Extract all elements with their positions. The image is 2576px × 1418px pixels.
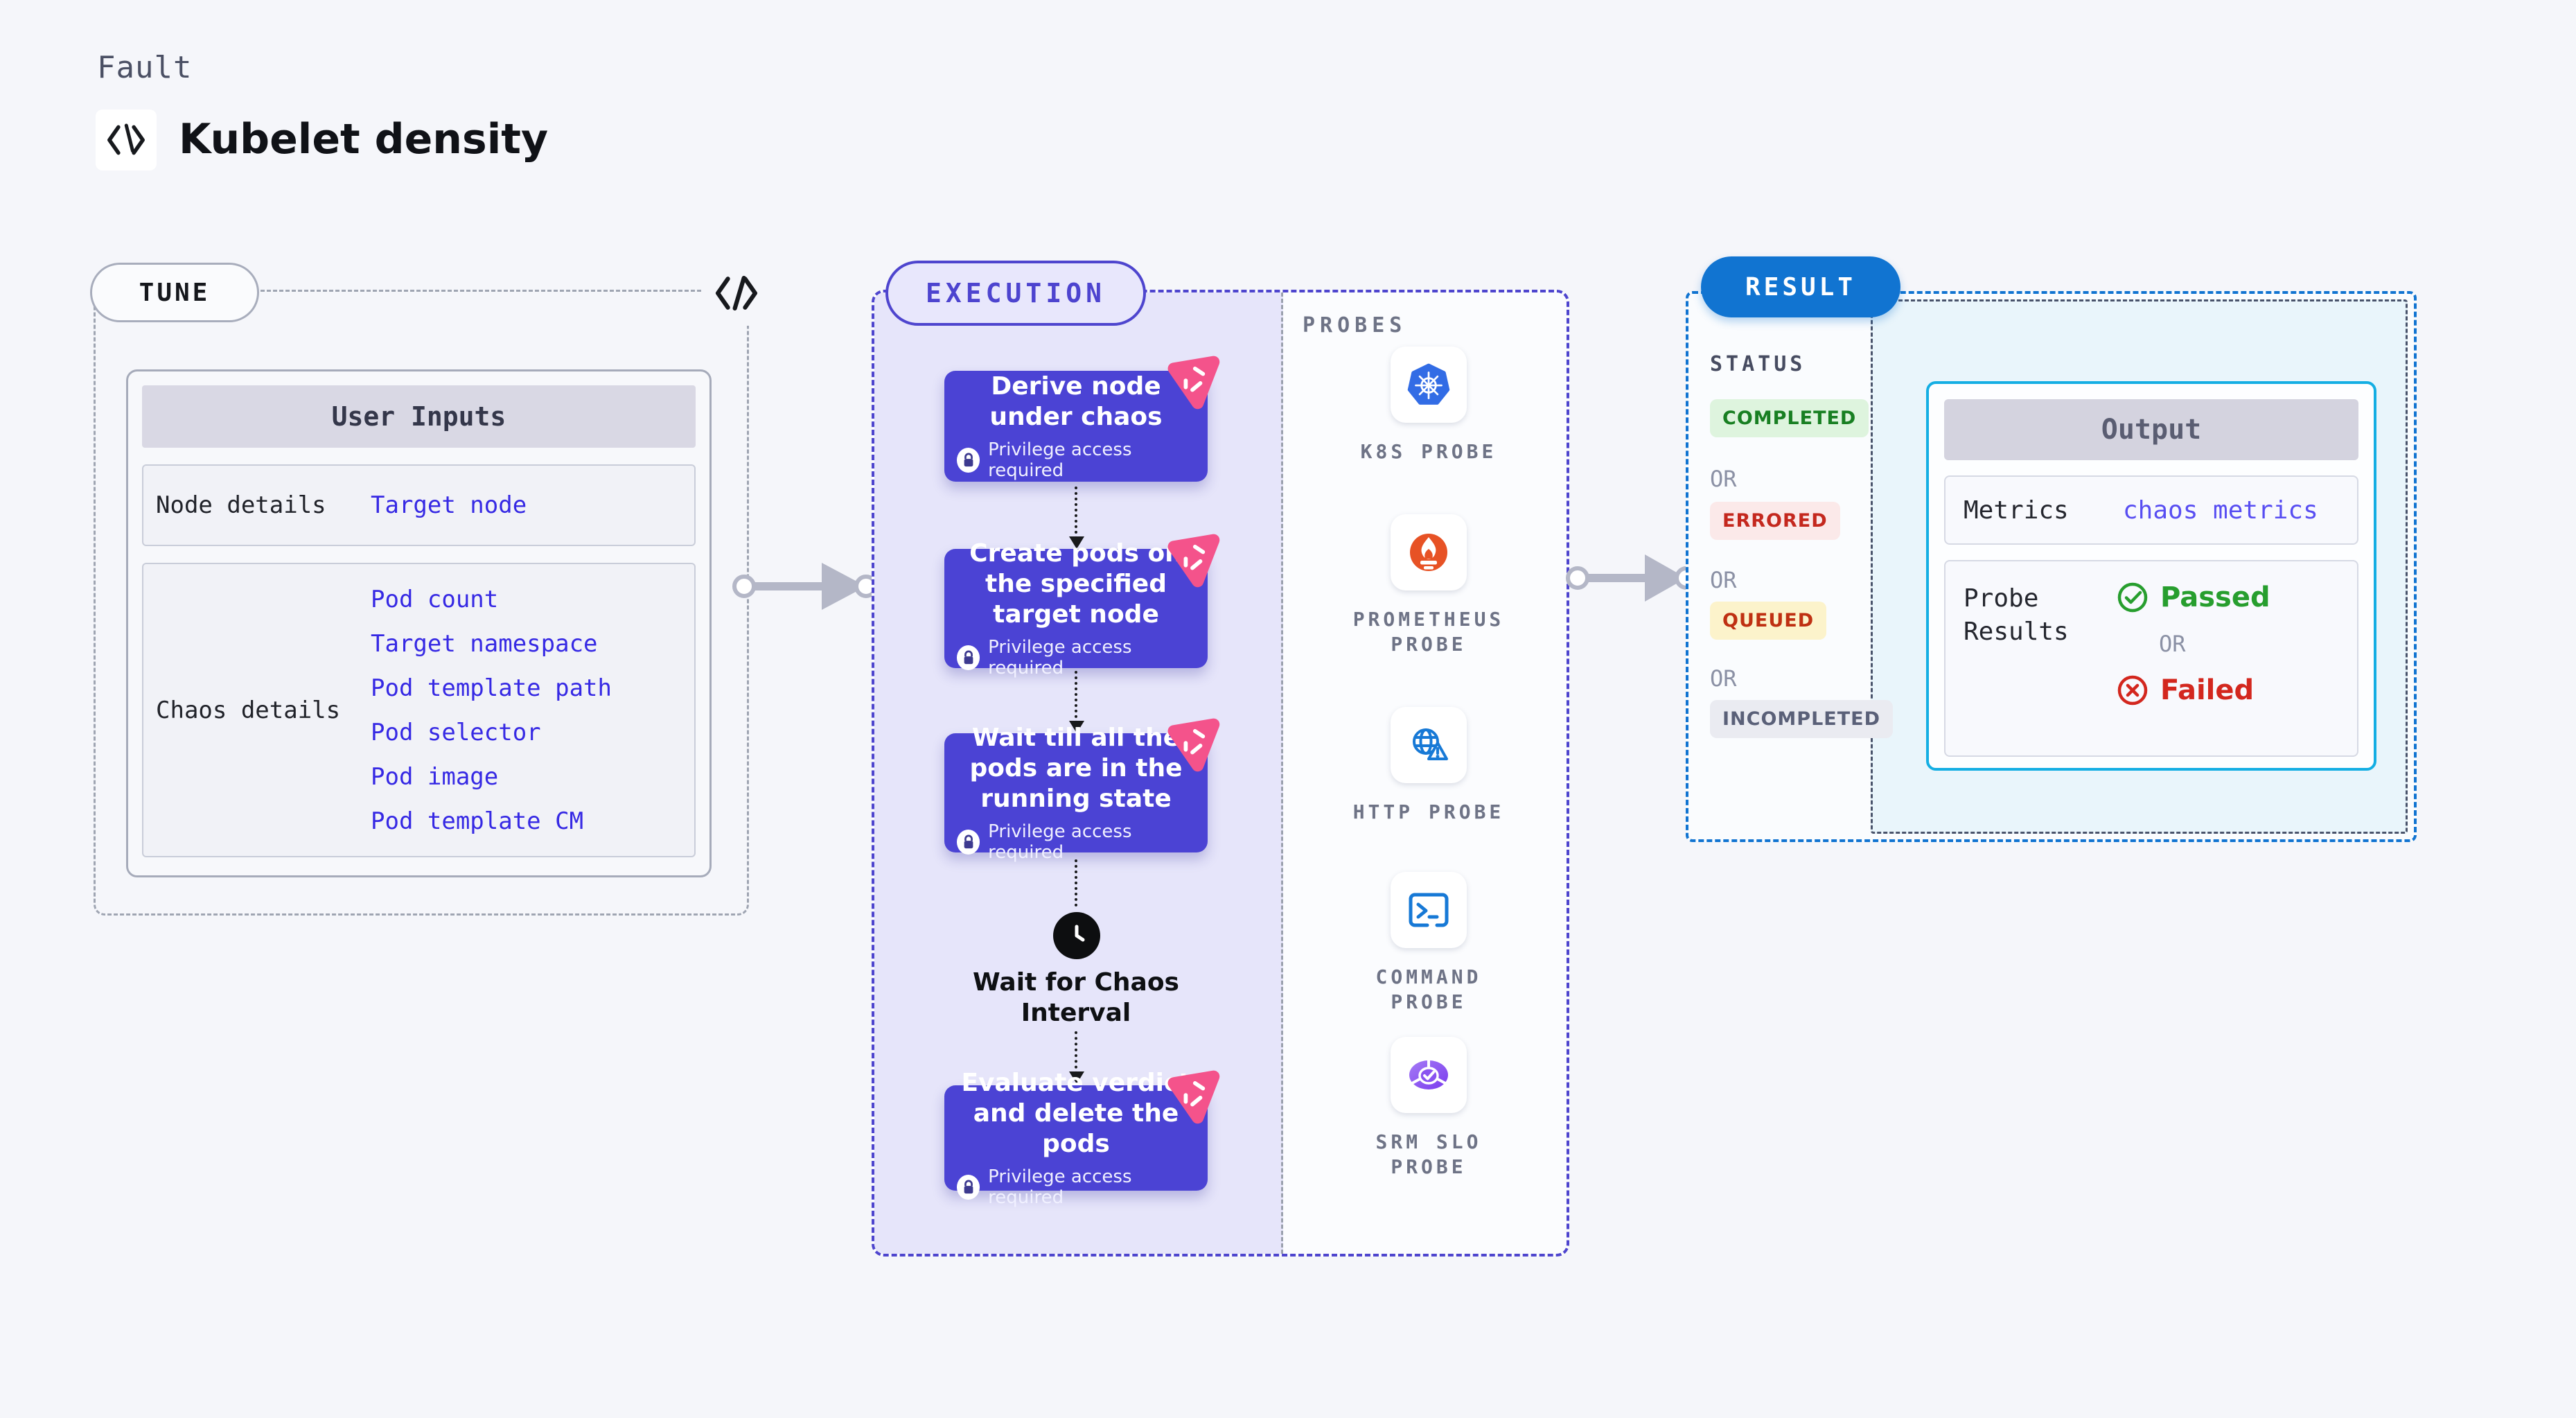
code-icon [715, 275, 757, 310]
metrics-row: Metrics chaos metrics [1944, 475, 2358, 545]
status-badge-errored: ERRORED [1710, 502, 1840, 540]
privilege-label: Privilege access required [988, 439, 1132, 481]
probe-name: SRM SLO PROBE [1375, 1130, 1482, 1178]
link-pod-template-path[interactable]: Pod template path [371, 674, 612, 702]
step-title: Evaluate verdict and delete the pods [961, 1069, 1191, 1158]
probe-name: PROMETHEUS PROBE [1352, 608, 1505, 656]
or-label: OR [2159, 631, 2186, 657]
step-title: Wait till all the pods are in the runnin… [969, 724, 1183, 813]
arrow-tune-to-execution [732, 563, 878, 610]
table-row-chaos-details: Chaos details Pod count Target namespace… [142, 563, 696, 857]
result-pill: RESULT [1701, 256, 1900, 317]
link-pod-count[interactable]: Pod count [371, 585, 499, 613]
table-row-node-details: Node details Target node [142, 464, 696, 546]
chaos-badge-icon [1167, 534, 1220, 588]
or-label: OR [1710, 466, 1737, 492]
prometheus-probe-tile[interactable] [1391, 514, 1467, 590]
probe-result-failed: Failed [2116, 674, 2270, 707]
prometheus-icon [1410, 534, 1447, 571]
privilege-label: Privilege access required [988, 821, 1132, 863]
lock-icon [957, 1175, 980, 1200]
step-card-wait-pods: Wait till all the pods are in the runnin… [944, 718, 1220, 863]
row-label: Chaos details [156, 696, 341, 724]
arrow-execution-to-result [1566, 554, 1698, 602]
chaos-badge-icon [1167, 356, 1220, 410]
status-label: STATUS [1710, 352, 1806, 376]
probe-result-passed: Passed [2116, 581, 2270, 614]
k8s-probe-tile[interactable] [1391, 347, 1467, 423]
row-label: Node details [156, 491, 326, 519]
metrics-label: Metrics [1964, 496, 2069, 525]
step-title: Create pods on the specified target node [969, 539, 1183, 629]
connector-dotted [1069, 487, 1084, 549]
link-target-namespace[interactable]: Target namespace [371, 629, 598, 658]
user-inputs-table: User Inputs Node details Target node Cha… [126, 369, 712, 877]
lock-icon [957, 645, 980, 670]
code-icon-box [96, 110, 157, 170]
probe-results-label: Probe Results [1964, 584, 2069, 646]
user-inputs-header: User Inputs [142, 385, 696, 448]
output-card: Output Metrics chaos metrics Probe Resul… [1926, 381, 2376, 771]
probe-name: HTTP PROBE [1352, 800, 1505, 823]
lock-icon [957, 448, 980, 473]
srm-slo-probe-tile[interactable] [1391, 1037, 1467, 1113]
probe-results-row: Probe Results Passed OR Failed [1944, 560, 2358, 757]
lock-icon [957, 830, 980, 855]
wait-for-chaos-interval-label: Wait for Chaos Interval [973, 968, 1179, 1027]
status-badge-queued: QUEUED [1710, 602, 1827, 640]
step-card-evaluate-verdict: Evaluate verdict and delete the pods Pri… [944, 1069, 1220, 1208]
probes-label: PROBES [1303, 313, 1407, 338]
srm-slo-icon [1409, 1060, 1448, 1089]
or-label: OR [1710, 567, 1737, 593]
step-card-derive-node: Derive node under chaos Privilege access… [944, 356, 1220, 482]
privilege-label: Privilege access required [988, 637, 1132, 679]
output-header: Output [1944, 399, 2358, 460]
link-pod-template-cm[interactable]: Pod template CM [371, 807, 584, 835]
code-icon [107, 123, 145, 155]
link-pod-image[interactable]: Pod image [371, 762, 499, 791]
step-card-create-pods: Create pods on the specified target node… [944, 534, 1220, 679]
command-probe-tile[interactable] [1391, 872, 1467, 948]
http-globe-icon [1413, 728, 1448, 760]
privilege-label: Privilege access required [988, 1166, 1132, 1208]
execution-pill: EXECUTION [885, 261, 1146, 326]
tune-pill: TUNE [90, 263, 259, 322]
connector-dotted [1069, 1031, 1084, 1084]
failed-label: Failed [2160, 674, 2255, 706]
connector-dotted [1075, 859, 1077, 907]
probe-name: K8S PROBE [1360, 440, 1497, 463]
link-target-node[interactable]: Target node [371, 491, 527, 519]
status-badge-incompleted: INCOMPLETED [1710, 700, 1893, 738]
status-badge-completed: COMPLETED [1710, 399, 1869, 437]
http-probe-tile[interactable] [1391, 707, 1467, 783]
x-circle-icon [2117, 675, 2148, 706]
probe-name: COMMAND PROBE [1375, 965, 1482, 1013]
terminal-icon [1409, 893, 1449, 927]
chaos-badge-icon [1167, 718, 1220, 772]
passed-label: Passed [2160, 581, 2270, 613]
link-pod-selector[interactable]: Pod selector [371, 718, 541, 746]
step-title: Derive node under chaos [989, 372, 1163, 431]
check-circle-icon [2117, 582, 2148, 613]
tune-section-box [94, 290, 749, 916]
chaos-metrics-link[interactable]: chaos metrics [2123, 496, 2318, 525]
tune-code-icon-box [703, 260, 769, 326]
connector-dotted [1069, 671, 1084, 733]
page-title: Kubelet density [179, 115, 549, 164]
or-label: OR [1710, 665, 1737, 692]
kubernetes-icon [1407, 363, 1450, 405]
clock-icon [1053, 912, 1100, 959]
chaos-badge-icon [1167, 1070, 1220, 1124]
fault-kicker: Fault [97, 50, 193, 85]
